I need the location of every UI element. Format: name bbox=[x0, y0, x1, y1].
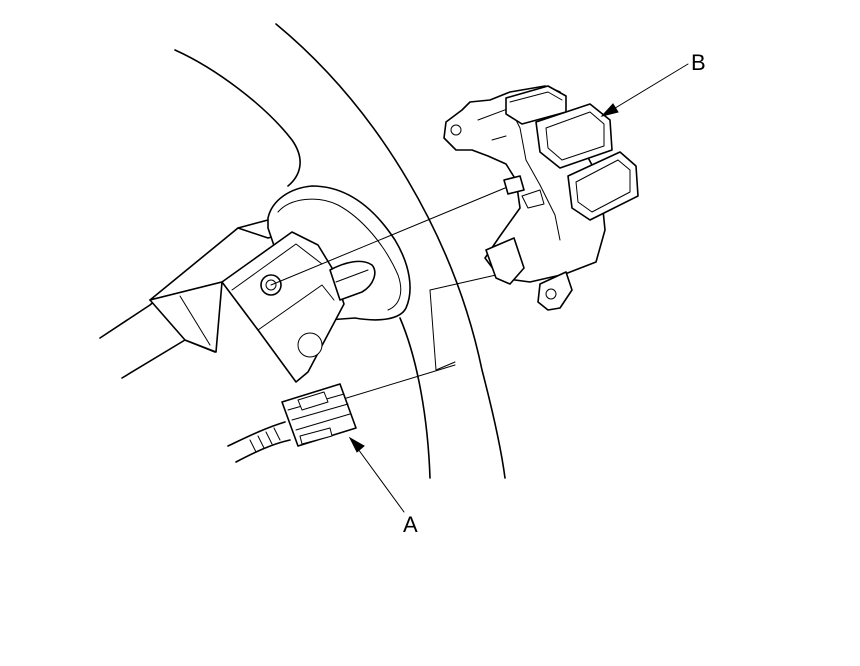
steering-wheel-rim bbox=[174, 23, 506, 479]
switch-assembly-b bbox=[443, 85, 639, 311]
callout-a-label: A bbox=[403, 512, 418, 537]
callout-a: A bbox=[348, 436, 418, 537]
guide-lines bbox=[270, 187, 506, 401]
callout-b-label: B bbox=[691, 50, 706, 75]
callout-b: B bbox=[600, 50, 706, 117]
connector-a bbox=[227, 383, 357, 463]
steering-wheel-spoke bbox=[99, 185, 411, 383]
